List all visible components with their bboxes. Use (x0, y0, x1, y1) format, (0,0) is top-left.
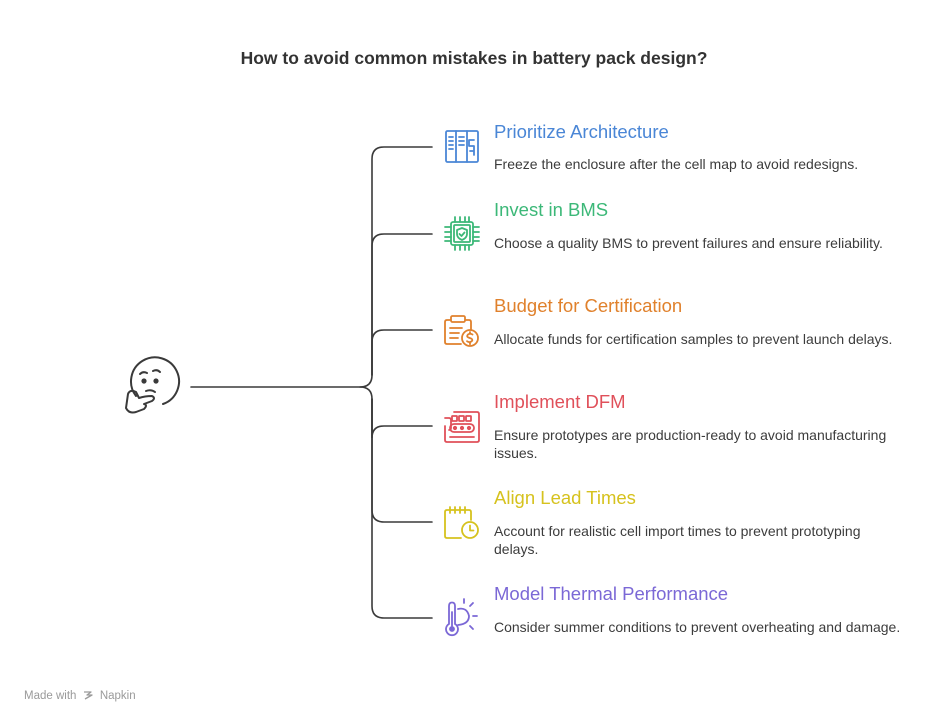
napkin-brand-label: Napkin (99, 690, 136, 702)
item-heading-implement-dfm: Implement DFM (494, 391, 626, 412)
napkin-logo-icon (83, 691, 93, 700)
item-description-prioritize-architecture: Freeze the enclosure after the cell map … (494, 156, 859, 172)
item-description-invest-in-bms: Choose a quality BMS to prevent failures… (494, 235, 883, 251)
architecture-blueprint-icon (445, 130, 479, 163)
chip-shield-icon (444, 216, 480, 251)
item-heading-align-lead-times: Align Lead Times (494, 487, 636, 508)
item-heading-model-thermal-performance: Model Thermal Performance (494, 583, 729, 604)
connector-lines (190, 146, 433, 619)
item-description-implement-dfm: Ensure prototypes are production-ready t… (494, 427, 887, 461)
page-title: How to avoid common mistakes in battery … (240, 48, 708, 68)
item-description-model-thermal-performance: Consider summer conditions to prevent ov… (494, 619, 901, 635)
item-description-align-lead-times: Account for realistic cell import times … (494, 523, 861, 557)
made-with-label: Made with (24, 690, 77, 702)
conveyor-factory-icon (444, 411, 480, 443)
thermometer-sun-icon (445, 598, 478, 637)
item-heading-budget-for-certification: Budget for Certification (494, 295, 683, 316)
item-heading-prioritize-architecture: Prioritize Architecture (494, 121, 669, 142)
item-description-budget-for-certification: Allocate funds for certification samples… (494, 331, 893, 347)
clipboard-dollar-icon (444, 315, 479, 347)
thinking-face-icon (125, 356, 180, 414)
calendar-clock-icon (444, 506, 479, 539)
made-with-napkin-footer[interactable]: Made with Napkin (24, 690, 136, 702)
item-heading-invest-in-bms: Invest in BMS (494, 199, 609, 220)
